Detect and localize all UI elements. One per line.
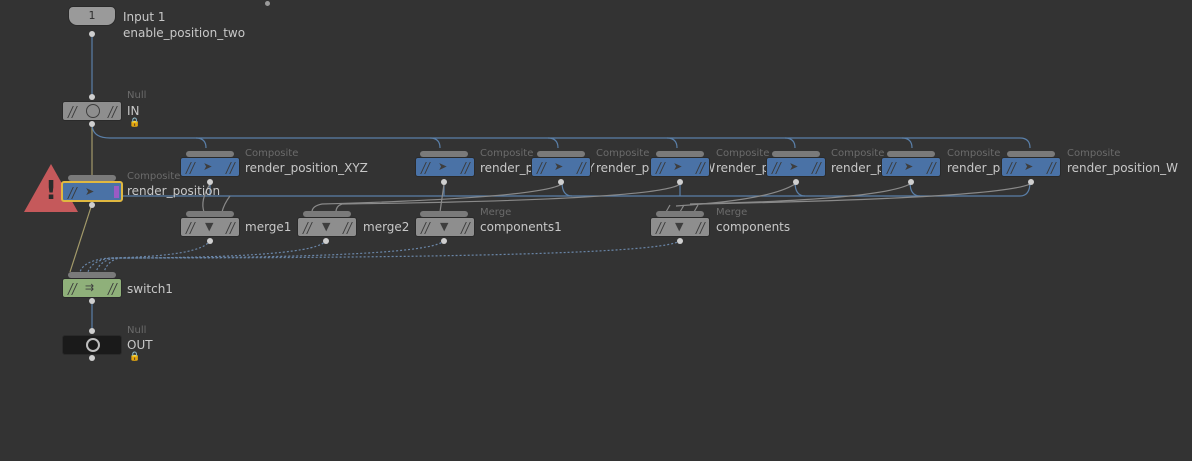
- funnel-icon: ▼: [322, 220, 331, 233]
- warning-exclamation: !: [45, 176, 57, 206]
- node-type-label: Composite: [596, 148, 650, 159]
- output-port[interactable]: [89, 202, 95, 208]
- output-port[interactable]: [323, 238, 329, 244]
- composite-icon: ➤: [203, 160, 213, 173]
- node-type-label: Null: [127, 325, 147, 336]
- node-type-label: Composite: [127, 171, 181, 182]
- output-port[interactable]: [89, 298, 95, 304]
- node-type-label: Composite: [245, 148, 299, 159]
- output-port[interactable]: [677, 179, 683, 185]
- composite-icon: ➤: [438, 160, 448, 173]
- output-port[interactable]: [558, 179, 564, 185]
- render-position-body[interactable]: ➤: [61, 181, 123, 202]
- node-type-label: Composite: [831, 148, 885, 159]
- output-port[interactable]: [89, 31, 95, 37]
- output-port[interactable]: [677, 238, 683, 244]
- composite-icon: ➤: [673, 160, 683, 173]
- node-name-label: IN: [127, 104, 140, 118]
- node-type-label: Merge: [716, 207, 748, 218]
- node-name-label: render_position_XYZ: [245, 161, 368, 175]
- composite-icon: ➤: [554, 160, 564, 173]
- display-flag[interactable]: [114, 186, 119, 198]
- node-type-label: Composite: [480, 148, 534, 159]
- output-port[interactable]: [89, 355, 95, 361]
- node-type-label: Composite: [716, 148, 770, 159]
- composite-icon: ➤: [904, 160, 914, 173]
- output-port[interactable]: [1028, 179, 1034, 185]
- funnel-icon: ▼: [440, 220, 449, 233]
- output-port[interactable]: [793, 179, 799, 185]
- output-port[interactable]: [89, 121, 95, 127]
- input-node-label: Input 1: [123, 10, 166, 24]
- output-port[interactable]: [908, 179, 914, 185]
- node-name-label: components: [716, 220, 791, 234]
- lock-icon[interactable]: 🔒: [129, 118, 141, 128]
- output-port[interactable]: [441, 179, 447, 185]
- input-node-1[interactable]: 1: [68, 6, 116, 26]
- node-type-label: Null: [127, 90, 147, 101]
- input-node-name: enable_position_two: [123, 26, 246, 40]
- composite-icon: ➤: [789, 160, 799, 173]
- circle-icon: [86, 338, 100, 352]
- node-type-label: Composite: [1067, 148, 1121, 159]
- input-node-number: 1: [88, 9, 96, 22]
- node-type-label: Merge: [480, 207, 512, 218]
- output-port[interactable]: [441, 238, 447, 244]
- output-port[interactable]: [207, 179, 213, 185]
- composite-icon: ➤: [85, 185, 95, 198]
- circle-icon: [86, 104, 100, 118]
- node-name-label: render_position: [127, 184, 221, 198]
- node-name-label: components1: [480, 220, 562, 234]
- composite-icon: ➤: [1024, 160, 1034, 173]
- lock-icon[interactable]: 🔒: [129, 352, 141, 362]
- in-null-body[interactable]: [62, 101, 122, 121]
- stray-dot: [265, 1, 270, 6]
- output-port[interactable]: [207, 238, 213, 244]
- node-name-label: merge2: [363, 220, 410, 234]
- input-port[interactable]: [89, 94, 95, 100]
- node-type-label: Composite: [947, 148, 1001, 159]
- node-name-label: render_position_W: [1067, 161, 1178, 175]
- node-name-label: merge1: [245, 220, 292, 234]
- funnel-icon: ▼: [205, 220, 214, 233]
- input-port[interactable]: [89, 328, 95, 334]
- node-name-label: switch1: [127, 282, 173, 296]
- node-name-label: OUT: [127, 338, 153, 352]
- funnel-icon: ▼: [675, 220, 684, 233]
- switch-icon: ⇉: [85, 281, 95, 294]
